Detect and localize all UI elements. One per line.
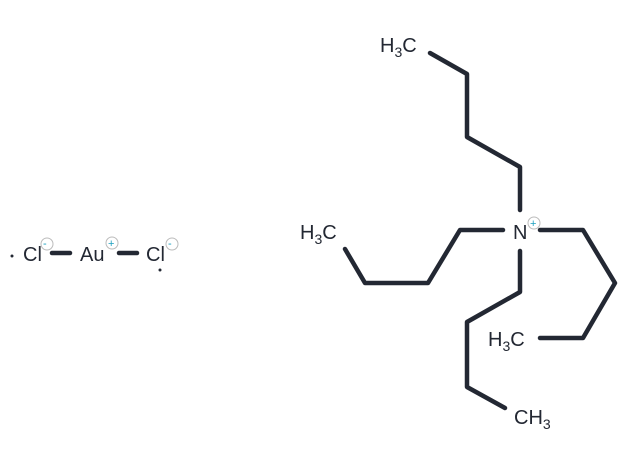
charge-circle bbox=[40, 237, 54, 251]
label-ch3-right: H3C bbox=[488, 329, 525, 354]
atom-cl-left: Cl bbox=[23, 244, 42, 266]
charge-circle bbox=[527, 216, 541, 230]
label-ch3-top: H3C bbox=[380, 35, 417, 60]
butyl-chain-top bbox=[427, 50, 523, 213]
charge-circle bbox=[165, 237, 179, 251]
label-ch3-left: H3C bbox=[300, 222, 337, 247]
charge-minus: - bbox=[43, 238, 47, 250]
dichloroaurate-anion: Cl - Au + Cl - bbox=[10, 236, 179, 272]
charge-circle bbox=[105, 236, 119, 250]
butyl-chain-bottom bbox=[464, 248, 523, 411]
atom-au: Au bbox=[80, 244, 104, 266]
butyl-chain-left bbox=[342, 227, 506, 286]
tetrabutylammonium-cation: N + H3C H3C H3C CH3 bbox=[300, 35, 618, 432]
charge-minus: - bbox=[168, 238, 172, 250]
radical-dot bbox=[158, 268, 162, 272]
radical-dot bbox=[10, 254, 14, 258]
charge-plus: + bbox=[530, 218, 536, 230]
charge-plus: + bbox=[108, 238, 114, 250]
atom-cl-right: Cl bbox=[146, 244, 165, 266]
label-ch3-bottom: CH3 bbox=[514, 407, 551, 432]
butyl-chain-right bbox=[537, 227, 618, 341]
atom-n: N bbox=[513, 222, 527, 244]
